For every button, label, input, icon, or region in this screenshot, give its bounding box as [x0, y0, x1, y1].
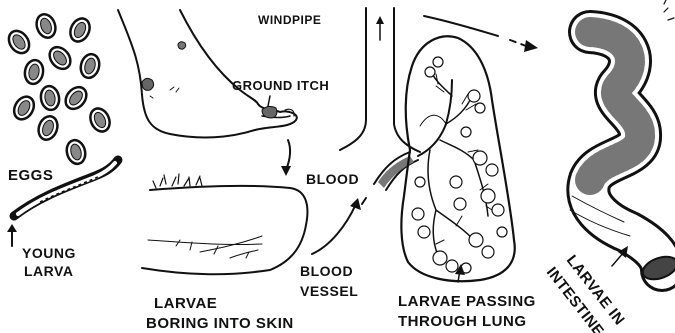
egg — [64, 138, 88, 166]
egg — [5, 27, 34, 57]
eggs-label: EGGS — [8, 167, 53, 184]
ground-itch-pointer — [268, 96, 270, 106]
egg — [39, 85, 61, 112]
larvae-boring-label-line1: LARVAE — [154, 295, 217, 312]
young-larva-label-line2: LARVA — [24, 263, 73, 279]
ground-itch-label: GROUND ITCH — [232, 78, 329, 93]
egg — [78, 52, 102, 80]
arrow-skin-to-vessel — [312, 198, 361, 254]
eggs-cluster — [5, 12, 113, 166]
egg — [67, 15, 93, 44]
egg — [10, 93, 38, 123]
alveoli-clusters — [412, 57, 507, 273]
lung-label-line1: LARVAE PASSING — [398, 293, 536, 310]
egg — [61, 83, 90, 113]
blood-label: BLOOD — [306, 171, 359, 187]
larvae-boring-label-line2: BORING INTO SKIN — [146, 315, 294, 332]
egg — [33, 12, 58, 41]
arrow-windpipe-to-intestine — [424, 16, 538, 52]
young-larva-label-line1: YOUNG — [22, 245, 76, 261]
arrow-foot-to-skin — [281, 140, 291, 176]
lung-label-line2: THROUGH LUNG — [398, 313, 527, 330]
lung — [401, 36, 514, 281]
windpipe-label: WINDPIPE — [258, 13, 321, 27]
egg — [35, 114, 60, 143]
egg — [23, 59, 45, 86]
foot-drawing — [118, 10, 297, 137]
egg — [87, 105, 113, 134]
skin-section — [142, 174, 307, 274]
blood-vessel-label-line1: BLOOD — [300, 263, 353, 279]
egg — [45, 43, 74, 73]
intestine — [570, 0, 675, 284]
blood-vessel-label-line2: VESSEL — [300, 283, 358, 299]
young-larva-arrow — [7, 224, 17, 246]
